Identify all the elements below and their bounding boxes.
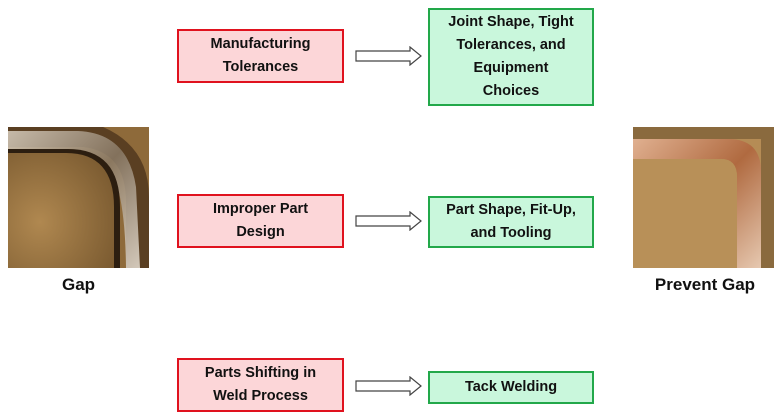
solution-box-joint-shape: Joint Shape, Tight Tolerances, and Equip… [428, 8, 594, 106]
solution-text-line: Joint Shape, Tight [448, 14, 574, 30]
right-arrow-icon [355, 46, 422, 66]
solution-text-line: Tack Welding [464, 379, 558, 395]
solution-box-part-shape: Part Shape, Fit-Up, and Tooling [428, 196, 594, 248]
prevent-gap-caption: Prevent Gap [654, 275, 756, 294]
solution-box-tack-welding: Tack Welding [428, 371, 594, 404]
right-arrow-icon [355, 376, 422, 396]
right-arrow-icon [355, 211, 422, 231]
cause-box-improper-part-design: Improper Part Design [177, 194, 344, 248]
cause-text-line: Manufacturing [210, 36, 311, 52]
cause-text-line: Design [236, 224, 285, 240]
gap-weld-photo [8, 127, 149, 268]
solution-text-line: Equipment [473, 60, 549, 76]
cause-text-line: Tolerances [222, 59, 299, 75]
cause-box-parts-shifting: Parts Shifting in Weld Process [177, 358, 344, 412]
solution-text-line: Tolerances, and [456, 37, 566, 53]
solution-text-line: and Tooling [470, 225, 552, 241]
prevent-gap-weld-photo [633, 127, 774, 268]
cause-text-line: Improper Part [212, 201, 309, 217]
solution-text-line: Choices [482, 83, 540, 99]
cause-box-manufacturing-tolerances: Manufacturing Tolerances [177, 29, 344, 83]
cause-text-line: Weld Process [213, 388, 308, 404]
gap-caption: Gap [61, 275, 96, 294]
solution-text-line: Part Shape, Fit-Up, [446, 202, 576, 218]
cause-text-line: Parts Shifting in [204, 365, 317, 381]
